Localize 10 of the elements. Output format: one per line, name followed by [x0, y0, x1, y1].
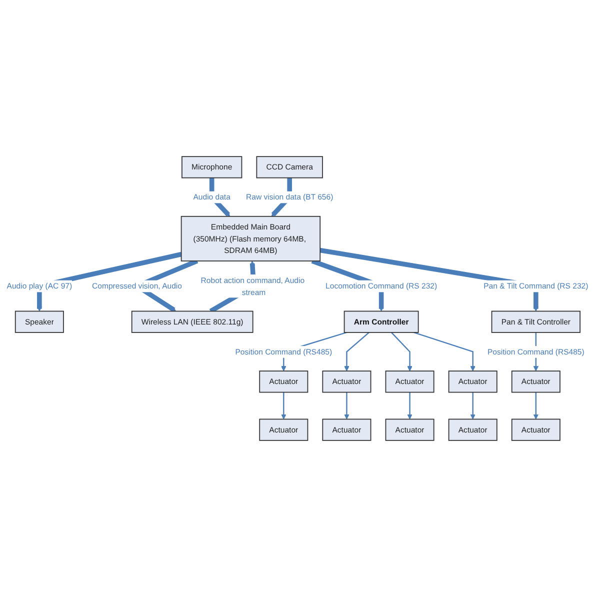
arrow [470, 392, 476, 420]
arrow [390, 332, 412, 372]
arrow [320, 248, 539, 312]
arrow [344, 332, 370, 372]
arrow [281, 392, 286, 420]
arrow [414, 332, 476, 372]
arrow [533, 392, 539, 420]
arrow [344, 392, 350, 420]
arrow [36, 252, 182, 312]
arrow [407, 392, 412, 420]
